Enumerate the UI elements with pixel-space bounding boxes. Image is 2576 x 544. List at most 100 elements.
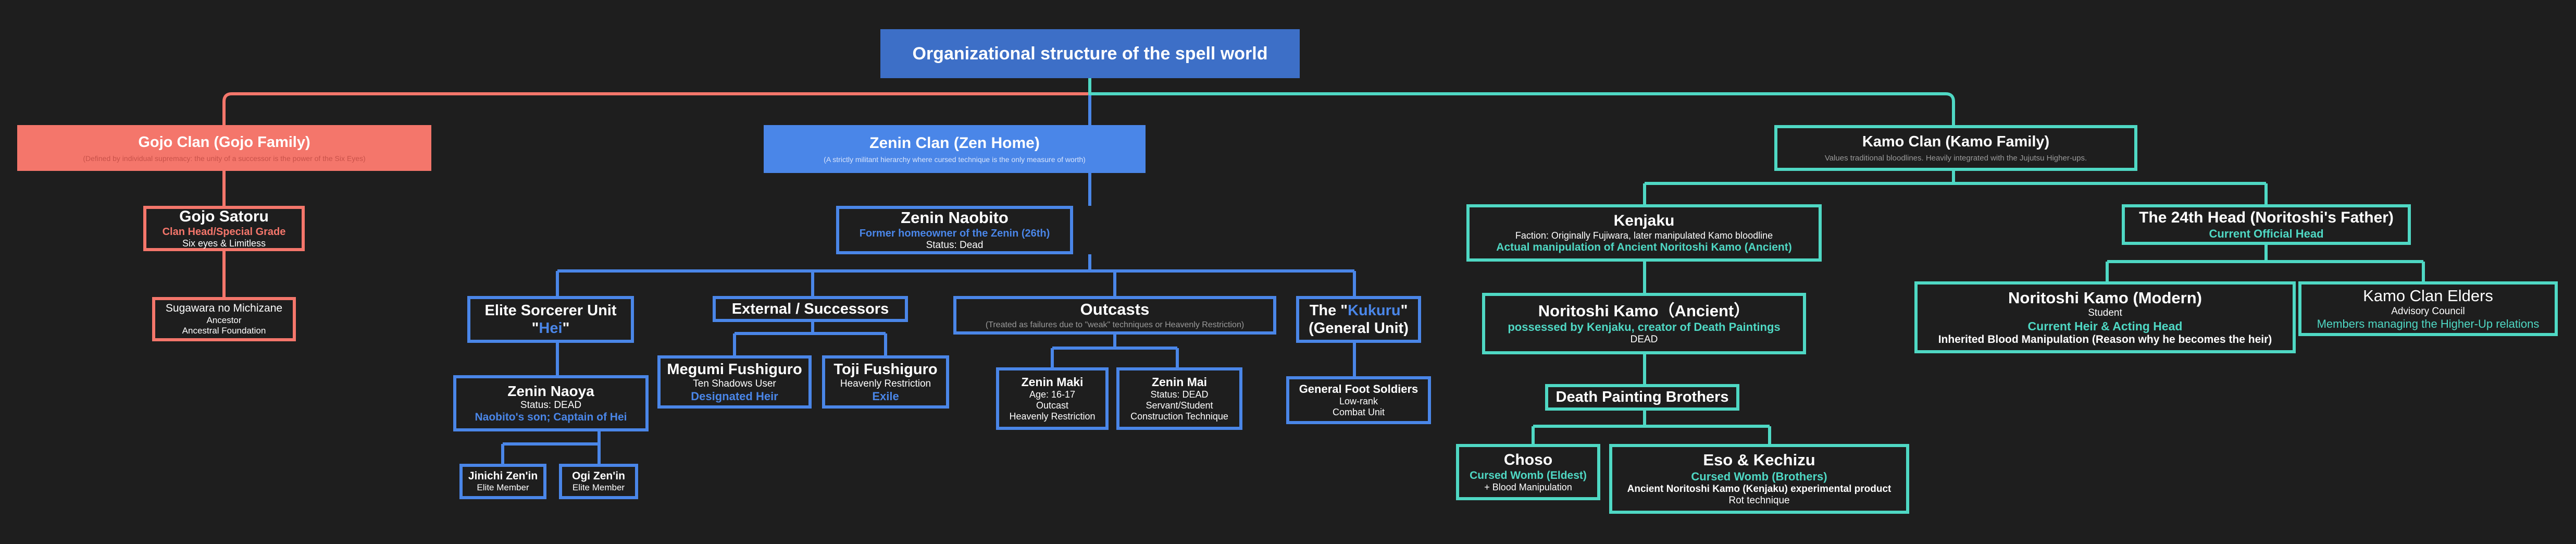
kukuru-title-line1: The "Kukuru" bbox=[1310, 302, 1408, 319]
noritoshi-ancient-name: Noritoshi Kamo（Ancient） bbox=[1538, 301, 1750, 320]
noritoshi-ancient-status: DEAD bbox=[1630, 334, 1658, 345]
outcasts-box: Outcasts (Treated as failures due to "we… bbox=[953, 296, 1276, 335]
noritoshi-modern-reason: Inherited Blood Manipulation (Reason why… bbox=[1938, 333, 2272, 345]
foot-soldiers-rank: Low-rank bbox=[1339, 395, 1378, 406]
kamo-clan-box: Kamo Clan (Kamo Family) Values tradition… bbox=[1774, 125, 2137, 171]
mai-technique: Construction Technique bbox=[1130, 411, 1228, 422]
megumi-detail: Ten Shadows User bbox=[693, 378, 776, 389]
kukuru-title-line2: (General Unit) bbox=[1309, 320, 1409, 337]
outcasts-desc: (Treated as failures due to "weak" techn… bbox=[985, 320, 1245, 330]
external-successors-title: External / Successors bbox=[731, 300, 889, 317]
zenin-naobito-name: Zenin Naobito bbox=[901, 208, 1009, 227]
zenin-naoya-role: Naobito's son; Captain of Hei bbox=[475, 411, 627, 424]
noritoshi-modern-name: Noritoshi Kamo (Modern) bbox=[2008, 288, 2202, 307]
kamo-clan-title: Kamo Clan (Kamo Family) bbox=[1862, 133, 2050, 151]
hei-unit-title-line1: Elite Sorcerer Unit bbox=[484, 302, 617, 319]
choso-detail: + Blood Manipulation bbox=[1484, 482, 1572, 493]
mai-role: Servant/Student bbox=[1146, 400, 1213, 411]
hei-quote-open: " bbox=[531, 320, 539, 337]
foot-soldiers-name: General Foot Soldiers bbox=[1299, 382, 1418, 395]
kenjaku-name: Kenjaku bbox=[1613, 212, 1675, 230]
hei-unit-box: Elite Sorcerer Unit "Hei" bbox=[467, 296, 634, 343]
hei-name: Hei bbox=[539, 320, 563, 337]
gojo-clan-box: Gojo Clan (Gojo Family) (Defined by indi… bbox=[17, 125, 431, 171]
choso-role: Cursed Womb (Eldest) bbox=[1470, 469, 1587, 481]
noritoshi-modern-box: Noritoshi Kamo (Modern) Student Current … bbox=[1914, 281, 2296, 353]
death-painting-brothers-title: Death Painting Brothers bbox=[1555, 389, 1729, 406]
kenjaku-box: Kenjaku Faction: Originally Fujiwara, la… bbox=[1466, 204, 1822, 262]
maki-name: Zenin Maki bbox=[1021, 375, 1084, 389]
noritoshi-ancient-role: possessed by Kenjaku, creator of Death P… bbox=[1508, 320, 1781, 334]
megumi-box: Megumi Fushiguro Ten Shadows User Design… bbox=[657, 355, 812, 409]
gojo-satoru-name: Gojo Satoru bbox=[179, 208, 269, 226]
ogi-role: Elite Member bbox=[572, 483, 625, 493]
kamo-clan-desc: Values traditional bloodlines. Heavily i… bbox=[1824, 154, 2087, 163]
noritoshi-modern-student: Student bbox=[2088, 307, 2122, 319]
hei-unit-title-line2: "Hei" bbox=[532, 319, 570, 337]
zenin-naobito-box: Zenin Naobito Former homeowner of the Ze… bbox=[836, 206, 1073, 254]
sugawara-detail: Ancestral Foundation bbox=[182, 325, 266, 336]
eso-kechizu-name: Eso & Kechizu bbox=[1703, 451, 1815, 469]
zenin-clan-title: Zenin Clan (Zen Home) bbox=[869, 134, 1040, 152]
zenin-naoya-status: Status: DEAD bbox=[520, 399, 582, 411]
zenin-clan-desc: (A strictly militant hierarchy where cur… bbox=[824, 155, 1086, 164]
mai-name: Zenin Mai bbox=[1151, 375, 1208, 389]
root-title: Organizational structure of the spell wo… bbox=[912, 43, 1268, 64]
zenin-clan-box: Zenin Clan (Zen Home) (A strictly milita… bbox=[764, 125, 1146, 173]
head24-name: The 24th Head (Noritoshi's Father) bbox=[2139, 209, 2394, 227]
eso-kechizu-origin: Ancient Noritoshi Kamo (Kenjaku) experim… bbox=[1627, 483, 1891, 494]
maki-box: Zenin Maki Age: 16-17 Outcast Heavenly R… bbox=[996, 367, 1109, 430]
mai-status: Status: DEAD bbox=[1150, 389, 1209, 400]
megumi-name: Megumi Fushiguro bbox=[667, 361, 802, 378]
toji-name: Toji Fushiguro bbox=[833, 361, 938, 378]
head24-box: The 24th Head (Noritoshi's Father) Curre… bbox=[2122, 204, 2411, 245]
kukuru-name: Kukuru bbox=[1348, 302, 1401, 319]
gojo-satoru-role: Clan Head/Special Grade bbox=[162, 226, 286, 238]
eso-kechizu-technique: Rot technique bbox=[1728, 495, 1790, 506]
jinichi-box: Jinichi Zen'in Elite Member bbox=[459, 464, 546, 499]
kamo-elders-box: Kamo Clan Elders Advisory Council Member… bbox=[2298, 281, 2558, 336]
external-successors-box: External / Successors bbox=[713, 296, 908, 322]
kenjaku-faction: Faction: Originally Fujiwara, later mani… bbox=[1515, 230, 1773, 241]
foot-soldiers-box: General Foot Soldiers Low-rank Combat Un… bbox=[1286, 376, 1431, 424]
jinichi-name: Jinichi Zen'in bbox=[468, 469, 538, 482]
toji-detail: Heavenly Restriction bbox=[840, 378, 931, 389]
gojo-satoru-box: Gojo Satoru Clan Head/Special Grade Six … bbox=[143, 206, 305, 251]
megumi-role: Designated Heir bbox=[691, 390, 778, 403]
noritoshi-ancient-box: Noritoshi Kamo（Ancient） possessed by Ken… bbox=[1482, 293, 1806, 354]
kukuru-quote-open: The " bbox=[1309, 302, 1348, 319]
gojo-satoru-detail: Six eyes & Limitless bbox=[182, 238, 266, 249]
death-painting-brothers-box: Death Painting Brothers bbox=[1545, 384, 1739, 411]
eso-kechizu-box: Eso & Kechizu Cursed Womb (Brothers) Anc… bbox=[1609, 444, 1909, 514]
kamo-elders-council: Advisory Council bbox=[2391, 305, 2465, 317]
choso-box: Choso Cursed Womb (Eldest) + Blood Manip… bbox=[1456, 444, 1600, 500]
maki-age: Age: 16-17 bbox=[1029, 389, 1076, 400]
outcasts-title: Outcasts bbox=[1080, 300, 1150, 318]
toji-box: Toji Fushiguro Heavenly Restriction Exil… bbox=[822, 355, 949, 409]
mai-box: Zenin Mai Status: DEAD Servant/Student C… bbox=[1116, 367, 1242, 430]
gojo-clan-title: Gojo Clan (Gojo Family) bbox=[138, 133, 310, 151]
kenjaku-role: Actual manipulation of Ancient Noritoshi… bbox=[1496, 241, 1792, 253]
root-title-box: Organizational structure of the spell wo… bbox=[880, 29, 1300, 78]
zenin-naoya-box: Zenin Naoya Status: DEAD Naobito's son; … bbox=[453, 375, 649, 431]
ogi-box: Ogi Zen'in Elite Member bbox=[559, 464, 638, 499]
head24-role: Current Official Head bbox=[2209, 227, 2324, 240]
maki-status: Outcast bbox=[1036, 400, 1069, 411]
zenin-naobito-status: Status: Dead bbox=[926, 240, 984, 251]
sugawara-role: Ancestor bbox=[206, 315, 242, 325]
jinichi-role: Elite Member bbox=[477, 483, 529, 493]
zenin-naoya-name: Zenin Naoya bbox=[507, 382, 594, 399]
zenin-naobito-role: Former homeowner of the Zenin (26th) bbox=[859, 227, 1050, 239]
hei-quote-close: " bbox=[562, 320, 570, 337]
kukuru-box: The "Kukuru" (General Unit) bbox=[1296, 296, 1421, 343]
gojo-clan-desc: (Defined by individual supremacy: the un… bbox=[83, 154, 366, 163]
sugawara-box: Sugawara no Michizane Ancestor Ancestral… bbox=[152, 297, 296, 341]
noritoshi-modern-role: Current Heir & Acting Head bbox=[2027, 319, 2183, 333]
toji-role: Exile bbox=[872, 390, 899, 403]
kamo-elders-role: Members managing the Higher-Up relations bbox=[2317, 317, 2540, 331]
sugawara-name: Sugawara no Michizane bbox=[165, 302, 283, 315]
choso-name: Choso bbox=[1503, 451, 1553, 469]
eso-kechizu-role: Cursed Womb (Brothers) bbox=[1691, 469, 1827, 483]
kukuru-quote-close: " bbox=[1400, 302, 1408, 319]
